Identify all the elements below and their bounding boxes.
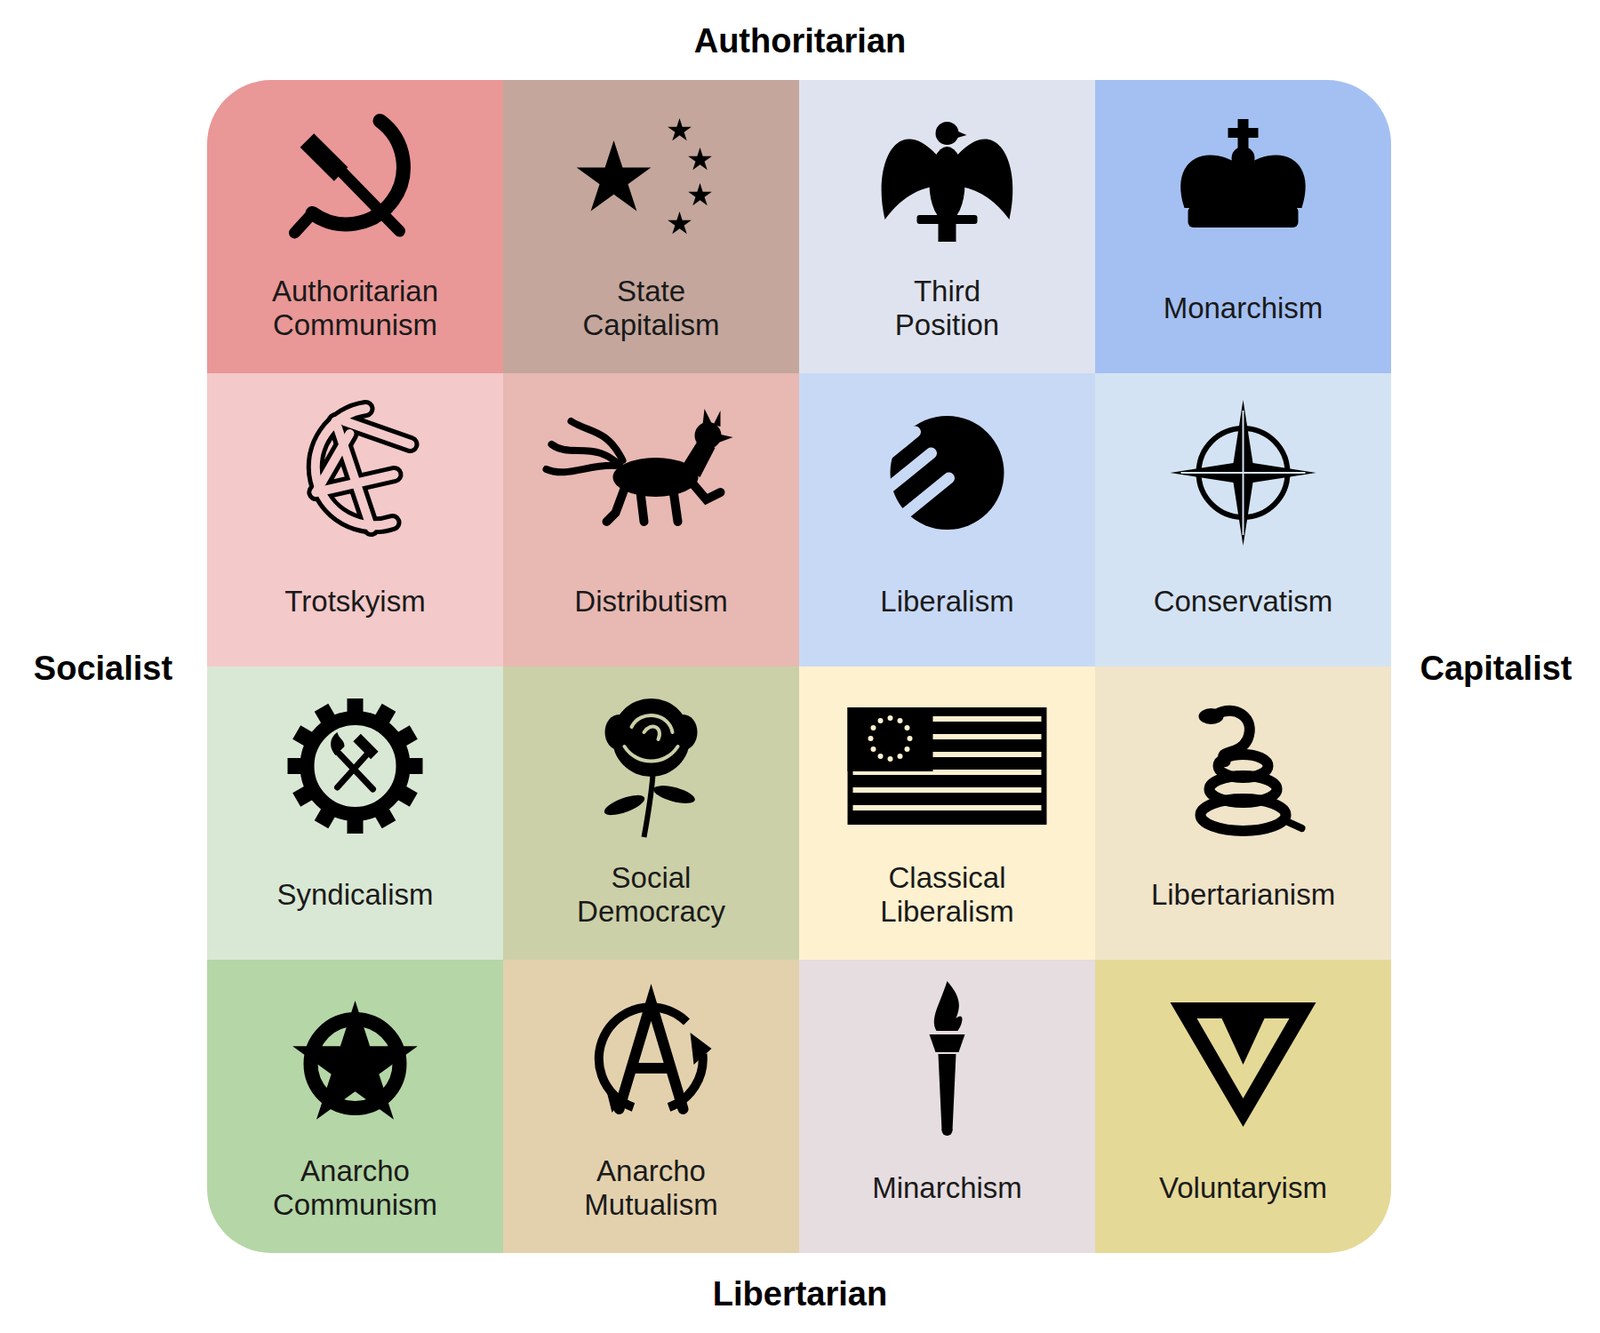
ideology-name: Distributism bbox=[574, 584, 728, 619]
eagle-icon bbox=[881, 121, 1014, 242]
griffin-icon bbox=[546, 408, 734, 522]
ideology-name: Monarchism bbox=[1163, 291, 1324, 326]
flag-icon bbox=[848, 707, 1048, 825]
ideology-cell: Authoritarian Communism bbox=[207, 80, 504, 374]
ideology-name: Classical Liberalism bbox=[845, 861, 1050, 929]
compass-grid: Authoritarian CommunismState CapitalismT… bbox=[207, 80, 1392, 1254]
axis-anchor: Capitalist bbox=[1419, 649, 1572, 688]
ideology-name: Liberalism bbox=[880, 584, 1014, 619]
five-stars-icon bbox=[576, 118, 712, 234]
axis-label: Capitalist bbox=[1419, 649, 1572, 688]
fourth-international-icon bbox=[315, 408, 411, 528]
axis-anchor: Libertarian bbox=[712, 1275, 888, 1314]
ideology-name: Syndicalism bbox=[276, 878, 433, 912]
circle-a-icon bbox=[599, 1002, 712, 1113]
cell-grounds bbox=[207, 80, 1392, 1254]
ideology-name: State Capitalism bbox=[549, 274, 754, 343]
liberal-circle-icon bbox=[867, 416, 1005, 530]
axis-label: Authoritarian bbox=[694, 22, 907, 60]
triangle-v-icon bbox=[1170, 1002, 1317, 1128]
axis-label: Socialist bbox=[33, 649, 173, 688]
ideology-cell: State Capitalism bbox=[503, 80, 800, 374]
torch-icon bbox=[929, 981, 966, 1136]
ideology-name: Anarcho Mutualism bbox=[549, 1154, 754, 1223]
axis-label: Libertarian bbox=[712, 1275, 888, 1313]
ideology-cell: Liberalism bbox=[799, 373, 1096, 667]
circled-star-icon bbox=[292, 1000, 418, 1120]
ideology-name: Third Position bbox=[867, 274, 1028, 343]
ideology-name: Social Democracy bbox=[549, 861, 754, 929]
ideology-cell: Libertarianism bbox=[1095, 666, 1392, 960]
ideology-name: Authoritarian Communism bbox=[253, 274, 458, 343]
ideology-cell: Social Democracy bbox=[503, 666, 800, 960]
axis-anchor: Socialist bbox=[33, 649, 173, 688]
ideology-cell: Syndicalism bbox=[207, 666, 504, 960]
ideology-cell: Conservatism bbox=[1095, 373, 1392, 667]
ideology-cell: Anarcho Communism bbox=[207, 960, 504, 1254]
ideology-cell: Minarchism bbox=[799, 960, 1096, 1254]
rose-icon bbox=[601, 698, 697, 838]
hammer-sickle-icon bbox=[295, 120, 404, 233]
ideology-name: Anarcho Communism bbox=[253, 1154, 458, 1223]
ideology-name: Libertarianism bbox=[1151, 878, 1336, 912]
axis-anchor: Authoritarian bbox=[694, 22, 907, 61]
ideology-name: Trotskyism bbox=[284, 584, 425, 619]
ideology-name: Voluntaryism bbox=[1159, 1171, 1328, 1206]
ideology-cell: Trotskyism bbox=[207, 373, 504, 667]
ideology-cell: Anarcho Mutualism bbox=[503, 960, 800, 1254]
ideology-cell: Voluntaryism bbox=[1095, 960, 1392, 1254]
gear-icon bbox=[288, 698, 424, 834]
ideology-name: Conservatism bbox=[1153, 584, 1334, 619]
compass-icon bbox=[1170, 400, 1317, 546]
ideology-name: Minarchism bbox=[872, 1171, 1023, 1206]
ideology-cell: Monarchism bbox=[1095, 80, 1392, 374]
ideology-cell: Third Position bbox=[799, 80, 1096, 374]
snake-icon bbox=[1199, 708, 1303, 832]
ideology-cell: Classical Liberalism bbox=[799, 666, 1096, 960]
crown-icon bbox=[1180, 119, 1306, 228]
ideology-cell: Distributism bbox=[503, 373, 800, 667]
